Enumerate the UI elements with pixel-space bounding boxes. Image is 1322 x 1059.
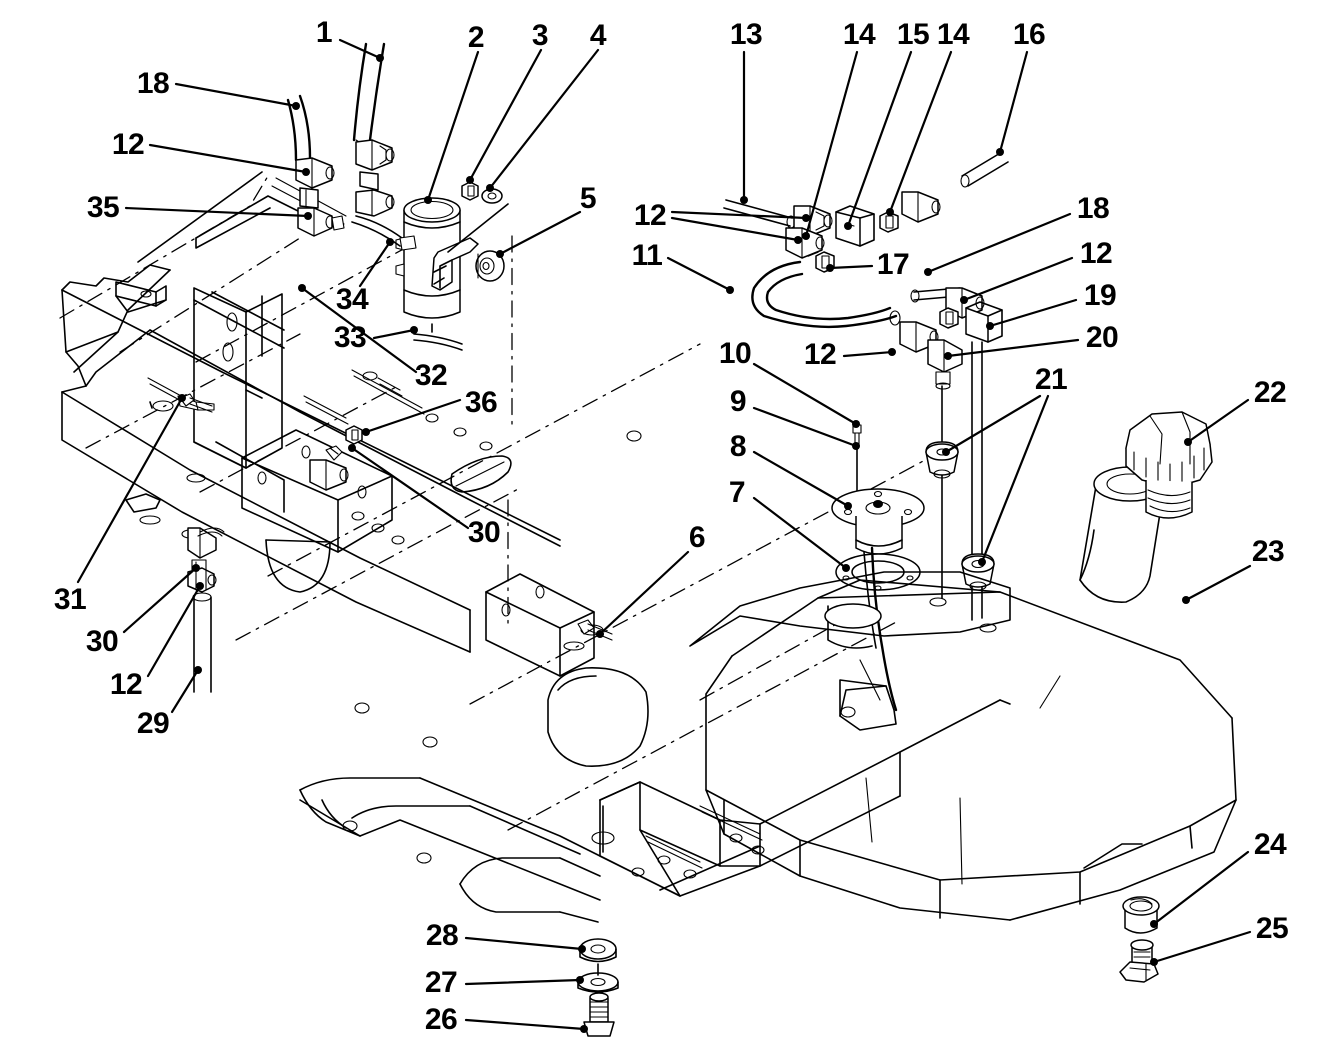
callout-number-33[interactable]: 33 (333, 321, 367, 354)
callout-number-14[interactable]: 14 (936, 18, 970, 51)
callout-number-36[interactable]: 36 (464, 386, 498, 419)
callout-number-14[interactable]: 14 (842, 18, 876, 51)
callout-number-27[interactable]: 27 (424, 966, 458, 999)
callout-number-4[interactable]: 4 (589, 19, 607, 52)
leader-lines (76, 38, 1252, 1033)
hose-item-11 (751, 260, 901, 329)
callout-number-12[interactable]: 12 (111, 128, 145, 161)
callout-number-15[interactable]: 15 (896, 18, 930, 51)
callout-number-31[interactable]: 31 (53, 583, 87, 616)
callout-number-6[interactable]: 6 (688, 521, 706, 554)
callout-number-10[interactable]: 10 (718, 337, 752, 370)
callout-number-32[interactable]: 32 (414, 359, 448, 392)
grommets-item-21 (925, 441, 995, 591)
callout-number-1[interactable]: 1 (315, 16, 333, 49)
callout-number-3[interactable]: 3 (531, 19, 549, 52)
callout-number-29[interactable]: 29 (136, 707, 170, 740)
callout-number-9[interactable]: 9 (729, 385, 747, 418)
callout-number-35[interactable]: 35 (86, 191, 120, 224)
callout-number-19[interactable]: 19 (1083, 279, 1117, 312)
callout-number-2[interactable]: 2 (467, 21, 485, 54)
callout-number-12[interactable]: 12 (633, 199, 667, 232)
callout-number-23[interactable]: 23 (1251, 535, 1285, 568)
callout-number-12[interactable]: 12 (803, 338, 837, 371)
callout-number-12[interactable]: 12 (109, 668, 143, 701)
washer-bolt-stack (577, 938, 619, 1037)
callout-number-21[interactable]: 21 (1034, 363, 1068, 396)
callout-number-26[interactable]: 26 (424, 1003, 458, 1036)
callout-number-25[interactable]: 25 (1255, 912, 1289, 945)
callout-number-7[interactable]: 7 (728, 476, 746, 509)
fittings-left (295, 139, 395, 237)
fuel-cap-item-22 (1125, 411, 1213, 519)
callout-number-24[interactable]: 24 (1253, 828, 1287, 861)
callout-number-22[interactable]: 22 (1253, 376, 1287, 409)
bushing-valve-24-25 (1083, 843, 1160, 983)
fuel-sender-assembly (831, 424, 925, 712)
callout-number-12[interactable]: 12 (1079, 237, 1113, 270)
callout-number-5[interactable]: 5 (579, 182, 597, 215)
callout-number-11[interactable]: 11 (631, 239, 663, 272)
fuel-canister-assembly (351, 197, 479, 351)
callout-number-30[interactable]: 30 (85, 625, 119, 658)
callout-number-18[interactable]: 18 (136, 67, 170, 100)
callout-number-30[interactable]: 30 (467, 516, 501, 549)
fittings-mid-left (179, 393, 363, 693)
callout-number-13[interactable]: 13 (729, 18, 763, 51)
callout-number-18[interactable]: 18 (1076, 192, 1110, 225)
callout-number-16[interactable]: 16 (1012, 18, 1046, 51)
callout-number-17[interactable]: 17 (876, 248, 910, 281)
callout-number-28[interactable]: 28 (425, 919, 459, 952)
callout-number-20[interactable]: 20 (1085, 321, 1119, 354)
fittings-right-cluster (723, 151, 1009, 273)
callout-number-34[interactable]: 34 (335, 283, 369, 316)
chassis-frame-assembly (59, 171, 1011, 923)
grommet-item-5 (475, 250, 505, 282)
callout-number-8[interactable]: 8 (729, 430, 747, 463)
fuel-tank (689, 466, 1237, 921)
